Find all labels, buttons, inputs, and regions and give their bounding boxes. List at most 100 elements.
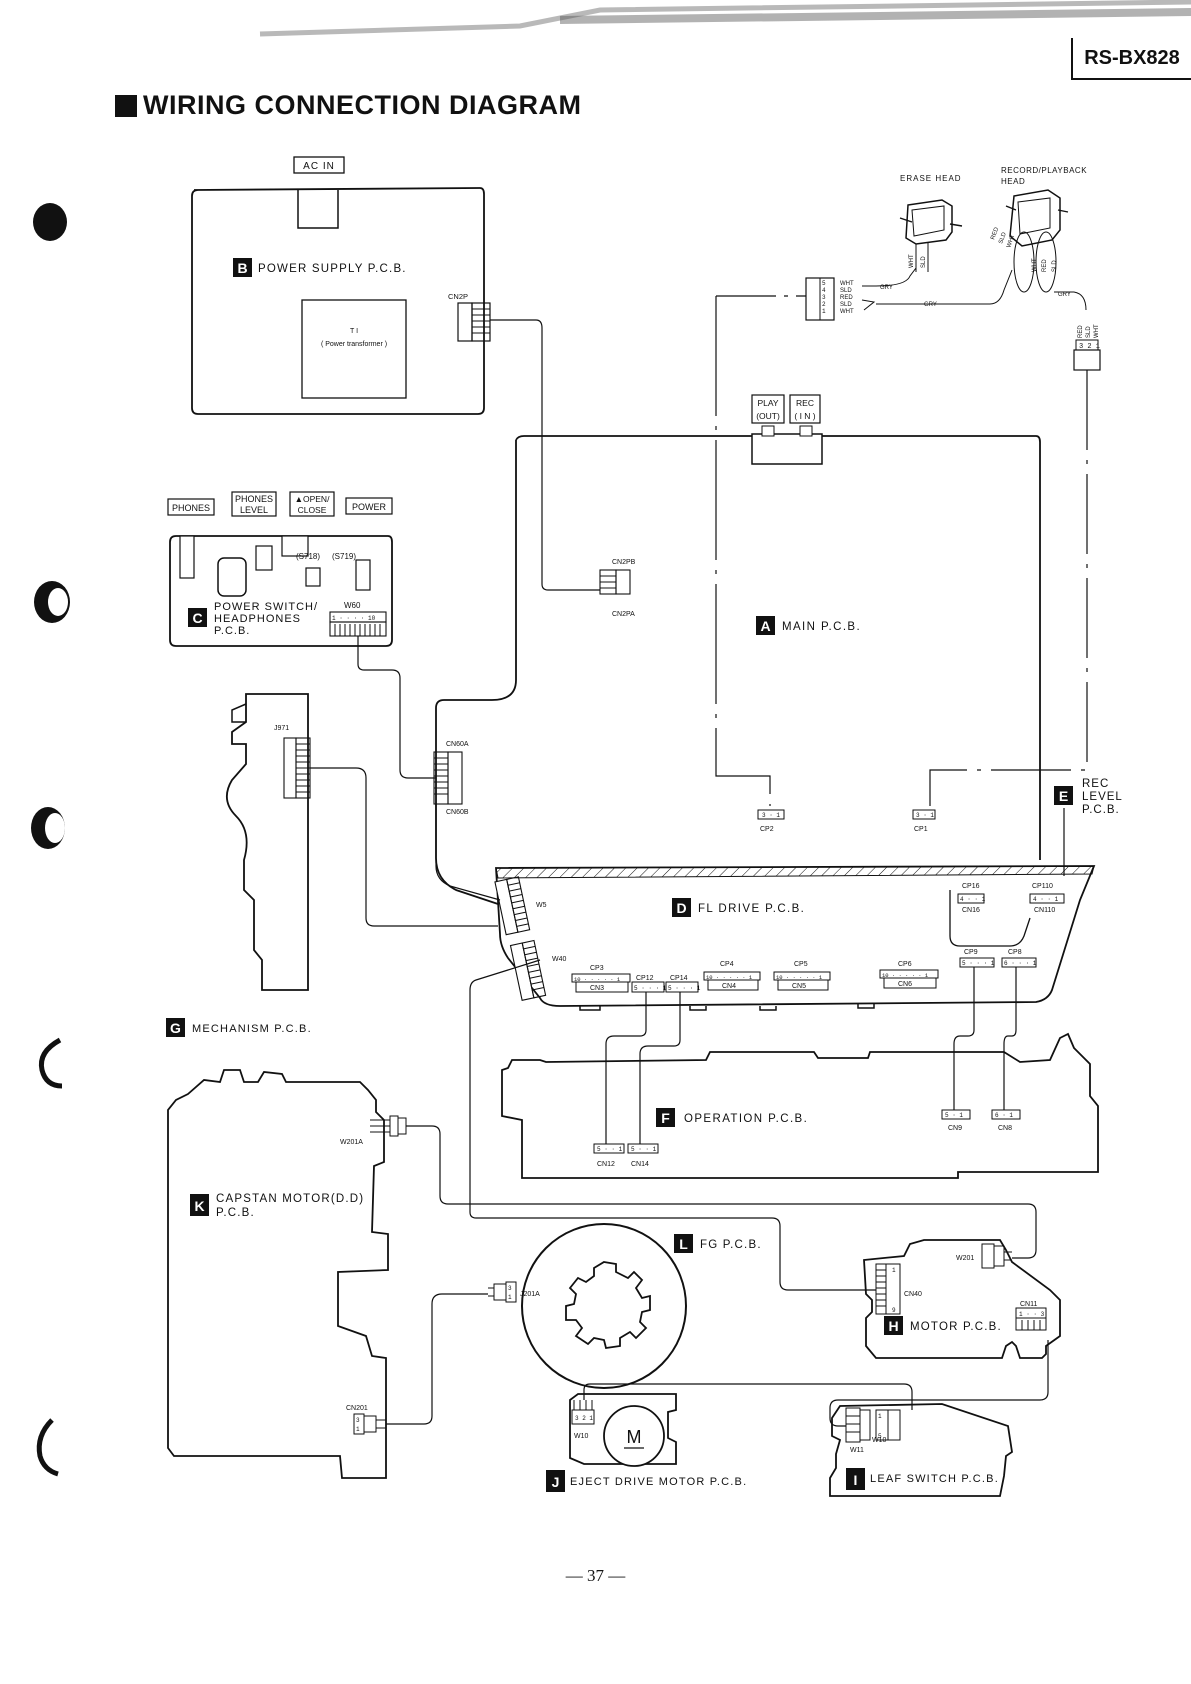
board-h-badge (884, 1316, 903, 1335)
svg-text:3 2 1: 3 2 1 (575, 1415, 593, 1422)
cn110-label: CN110 (1034, 907, 1055, 914)
motor-m-label: M (627, 1427, 642, 1447)
board-a-badge (756, 616, 775, 635)
play-label-1: PLAY (757, 398, 778, 408)
svg-text:5: 5 (878, 1433, 882, 1440)
j201a-connector: 3 1 (488, 1281, 517, 1303)
board-b-badge (233, 258, 252, 277)
phones-label: PHONES (172, 503, 210, 513)
wire-w201a-w201 (406, 1125, 1037, 1259)
wire-w10-eject-leaf (583, 1383, 913, 1410)
hc-wire-1: WHT (840, 281, 854, 287)
svg-text:5 · · 1: 5 · · 1 (631, 1146, 657, 1153)
cn8-label: CN8 (998, 1125, 1012, 1132)
svg-text:1: 1 (878, 1413, 882, 1420)
play-label-2: (OUT) (756, 411, 780, 421)
svg-text:10 · · · · · 1: 10 · · · · · 1 (882, 972, 929, 979)
wire-w40-cn40 (469, 959, 876, 1291)
cp16-label: CP16 (962, 883, 980, 890)
w11-connector (845, 1407, 871, 1443)
play-out-jack-label (751, 394, 785, 424)
fg-pcb: L FG P.C.B. 3 1 J201A (488, 1223, 762, 1389)
svg-text:10 · · · · · 1: 10 · · · · · 1 (574, 976, 621, 983)
board-e-badge (1054, 786, 1073, 805)
erase-wire-sld: SLD (921, 256, 927, 268)
board-i-name: LEAF SWITCH P.C.B. (870, 1473, 999, 1485)
svg-text:3: 3 (356, 1417, 360, 1424)
erase-head-label: ERASE HEAD (900, 174, 962, 183)
cn60-connector: CN60A CN60B (433, 741, 469, 816)
board-l-letter: L (679, 1236, 688, 1252)
cn60a-label: CN60A (446, 741, 469, 748)
record-playback-head: RED SLD WHT WHT RED SLD (990, 189, 1069, 293)
mechanism-pcb: J971 G MECHANISM P.C.B. (166, 693, 311, 1037)
cn2pb-connector (599, 569, 631, 595)
binder-hole-5 (36, 1418, 59, 1477)
cn2pa-label: CN2PA (612, 611, 635, 618)
phones-level-label-1: PHONES (235, 494, 273, 504)
wire-cn201-j201a (386, 1293, 488, 1425)
svg-text:4: 4 (822, 287, 826, 294)
transformer-label-2: ( Power transformer ) (321, 341, 387, 348)
svg-text:10 · · · · · 1: 10 · · · · · 1 (706, 974, 753, 981)
fl-drive-pcb: D FL DRIVE P.C.B. W5 W40 C (494, 865, 1096, 1011)
wire-cp9-cn9 (953, 967, 975, 1110)
svg-text:3: 3 (508, 1285, 512, 1292)
board-k-name-2: P.C.B. (216, 1207, 255, 1219)
cp110-label: CP110 (1032, 883, 1053, 890)
board-l-badge (674, 1234, 693, 1253)
board-f-badge (656, 1108, 675, 1127)
svg-text:1 · · · · 10: 1 · · · · 10 (332, 615, 376, 622)
open-close-label-2: CLOSE (298, 505, 327, 515)
rhd-wire-red: RED (1078, 325, 1084, 338)
wire-w60-cn60a (357, 636, 436, 779)
main-pcb: PLAY (OUT) REC ( I N ) A MAIN P.C.B. CN2… (435, 295, 1088, 905)
wire-cn2p-cn2pb (490, 319, 600, 591)
board-h-name: MOTOR P.C.B. (910, 1321, 1002, 1333)
w201a-label: W201A (340, 1139, 363, 1146)
cn2p-connector (457, 302, 491, 342)
board-l-name: FG P.C.B. (700, 1239, 762, 1251)
svg-text:3 2 1: 3 2 1 (1079, 343, 1100, 351)
binder-holes (31, 203, 70, 1477)
board-d-badge (672, 898, 691, 917)
svg-text:1: 1 (356, 1426, 360, 1433)
svg-text:5 · · · 1: 5 · · · 1 (668, 985, 701, 992)
capstan-motor-pcb: K CAPSTAN MOTOR(D.D) P.C.B. W201A CN201 … (167, 1069, 407, 1479)
wire-cn60b-w5 (435, 804, 501, 901)
board-f-name: OPERATION P.C.B. (684, 1113, 808, 1125)
eject-motor (603, 1405, 665, 1467)
board-c-letter: C (192, 610, 202, 626)
w201a-connector (370, 1115, 407, 1137)
wire-cp12-cn12 (605, 992, 647, 1144)
cn4-label: CN4 (722, 983, 736, 990)
scan-top-edge (0, 0, 1191, 38)
board-e-letter: E (1059, 788, 1068, 804)
motor-pcb: W201 1 9 CN40 H MOTOR P.C.B. CN11 1 · · … (863, 1239, 1061, 1359)
j201a-label: J201A (520, 1291, 540, 1298)
board-h-letter: H (888, 1318, 898, 1334)
power-switch-pcb: PHONES PHONES LEVEL ▲OPEN/ CLOSE POWER (… (167, 491, 393, 647)
board-e-name-2: LEVEL (1082, 791, 1123, 803)
phones-level-label-2: LEVEL (240, 505, 268, 515)
cn12-label: CN12 (597, 1161, 615, 1168)
w10-j-connector: 3 2 1 (571, 1400, 595, 1425)
svg-text:5 · · · 1: 5 · · · 1 (962, 960, 995, 967)
erase-head: WHT SLD (899, 199, 963, 272)
rec-play-head-label-1: RECORD/PLAYBACK (1001, 166, 1087, 175)
hc-wire-gry-3: GRY (1058, 292, 1071, 298)
cn9-label: CN9 (948, 1125, 962, 1132)
svg-text:1: 1 (892, 1267, 896, 1274)
cn201-connector: 3 1 (353, 1413, 386, 1435)
board-f-letter: F (661, 1110, 670, 1126)
rhd-wire-wht: WHT (1094, 324, 1100, 338)
svg-text:4 · · 1: 4 · · 1 (1033, 896, 1059, 903)
page-number: — 37 — (0, 1566, 1191, 1586)
w5-label: W5 (536, 902, 547, 909)
board-c-name-3: P.C.B. (214, 625, 250, 637)
board-d-name: FL DRIVE P.C.B. (698, 903, 805, 915)
operation-pcb: F OPERATION P.C.B. 5 · · 1 5 · · 1 CN12 … (501, 1032, 1099, 1179)
svg-text:6 · 1: 6 · 1 (995, 1112, 1013, 1119)
board-e-name-3: P.C.B. (1082, 804, 1120, 816)
